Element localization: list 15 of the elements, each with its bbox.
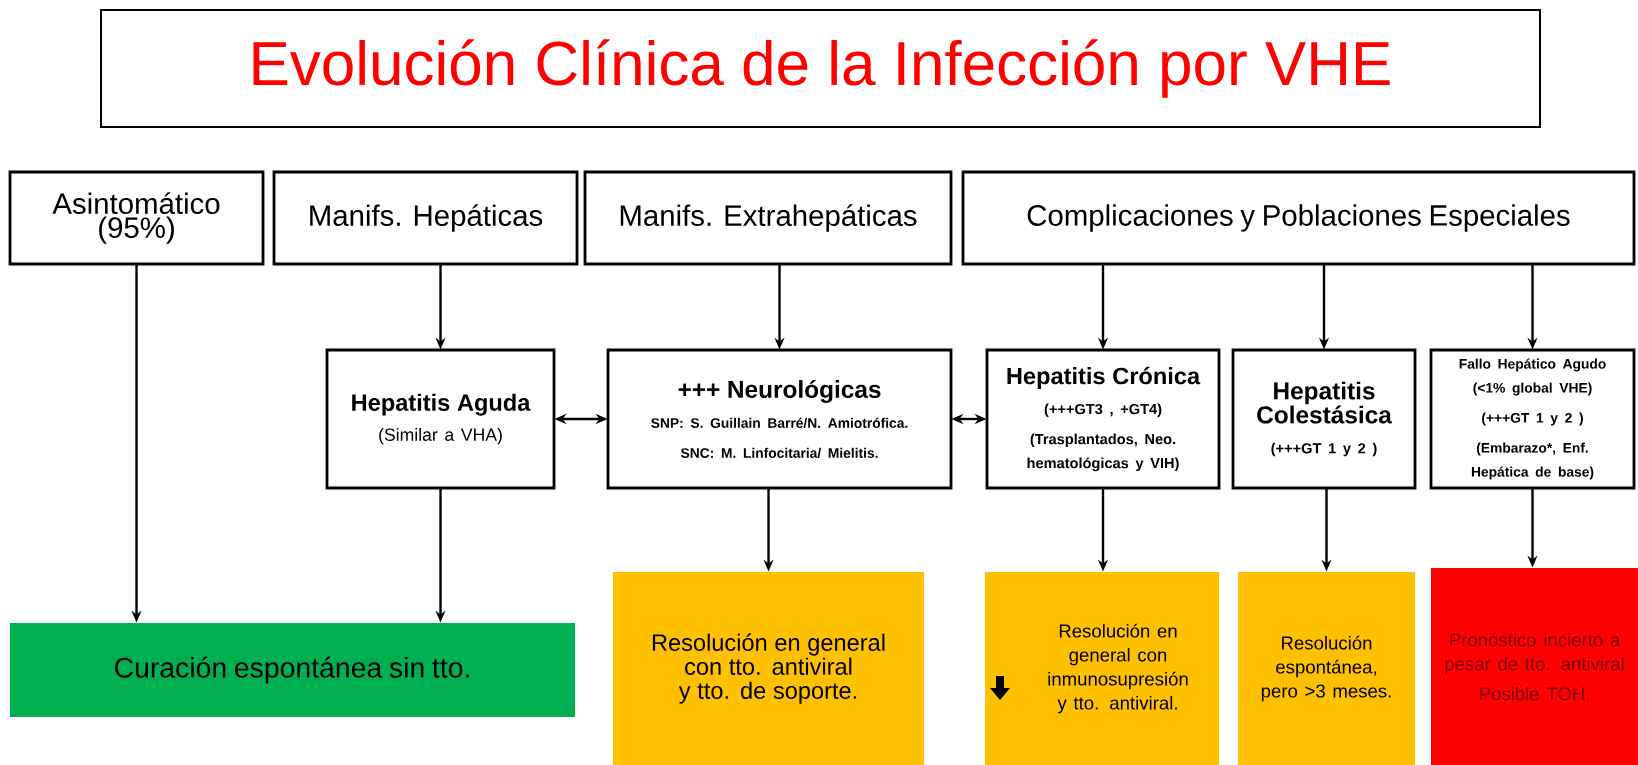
outcome-box: Resolución en general con tto. antiviral y tto. de soporte.	[613, 572, 924, 765]
process-box: +++ Neurológicas SNP: S. Guillain Barré/N. Amiotrófica. SNC: M. Linfocitaria/ Mielitis.	[606, 348, 953, 490]
title-box: Evolución Clínica de la Infección por VHE	[100, 9, 1541, 128]
outcome-box: Resolución en general con inmunosupresión y tto. antiviral.	[985, 572, 1219, 765]
process-box: Fallo Hepático Agudo (<1% global VHE) (+++GT 1 y 2 ) (Embarazo*, Enf. Hepática de base)	[1429, 348, 1636, 490]
outcome-box: Curación espontánea sin tto.	[10, 623, 575, 717]
category-box: Complicaciones y Poblaciones Especiales	[961, 170, 1636, 266]
process-box: Hepatitis Colestásica (+++GT 1 y 2 )	[1231, 348, 1417, 490]
category-box: Asintomático (95%)	[8, 170, 265, 266]
process-box: Hepatitis Crónica (+++GT3 , +GT4) (Trasplantados, Neo. hematológicas y VIH)	[985, 348, 1221, 490]
outcome-box: Resolución espontánea, pero >3 meses.	[1238, 572, 1415, 765]
category-box: Manifs. Extrahepáticas	[583, 170, 953, 266]
category-box: Manifs. Hepáticas	[272, 170, 579, 266]
outcome-box: Pronóstico incierto a pesar de tto. antiviral Posible TOH.	[1431, 568, 1638, 765]
process-box: Hepatitis Aguda (Similar a VHA)	[325, 348, 556, 490]
